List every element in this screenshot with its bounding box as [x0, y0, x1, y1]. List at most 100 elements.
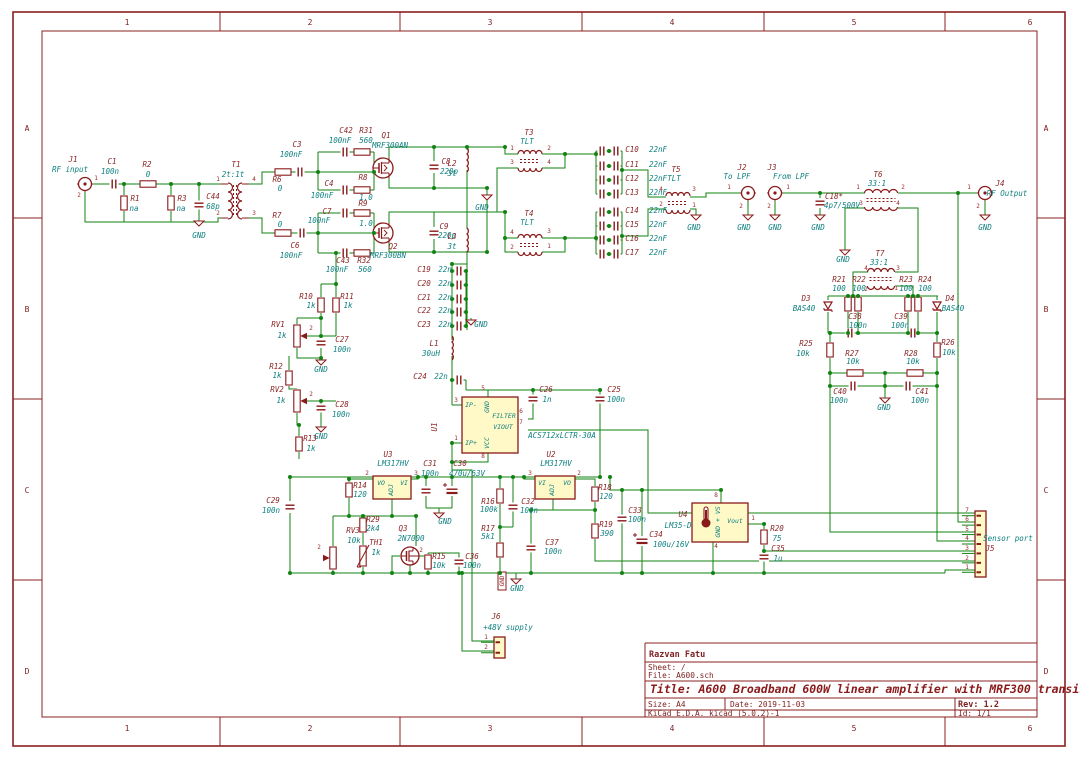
R27-resistor[interactable]: [846, 369, 864, 377]
C31-capacitor[interactable]: [421, 486, 431, 496]
C16-capacitor[interactable]: [597, 235, 607, 245]
C4-capacitor[interactable]: [340, 185, 350, 195]
C1-capacitor[interactable]: [109, 179, 119, 189]
C7-capacitor[interactable]: [340, 208, 350, 218]
C12-capacitor[interactable]: [597, 175, 607, 185]
C11-capacitor[interactable]: [597, 161, 607, 171]
C40-capacitor[interactable]: [848, 381, 858, 391]
R13-resistor[interactable]: [295, 436, 303, 452]
C8-capacitor[interactable]: [429, 162, 439, 172]
C39-capacitor[interactable]: [908, 328, 918, 338]
T6-transformer[interactable]: [863, 188, 899, 212]
symbol[interactable]: [611, 161, 621, 171]
U1-ic[interactable]: [461, 396, 519, 454]
C23-capacitor[interactable]: [454, 321, 464, 331]
R17-resistor[interactable]: [496, 542, 504, 558]
C24-capacitor[interactable]: [454, 375, 464, 385]
J6-connector[interactable]: [481, 636, 506, 659]
T1-transformer[interactable]: [221, 182, 249, 220]
R23-resistor[interactable]: [904, 296, 912, 312]
T5-transformer[interactable]: [665, 191, 691, 215]
R31-resistor[interactable]: [353, 148, 371, 156]
C28-capacitor[interactable]: [316, 403, 326, 413]
R18-resistor[interactable]: [591, 486, 599, 502]
J2-coax-connector[interactable]: [740, 185, 756, 202]
C29-capacitor[interactable]: [285, 502, 295, 512]
C13-capacitor[interactable]: [597, 189, 607, 199]
C3-capacitor[interactable]: [295, 167, 305, 177]
C37-capacitor[interactable]: [526, 543, 536, 553]
Q3-mosfet[interactable]: [400, 546, 420, 566]
C35-capacitor[interactable]: [759, 552, 769, 562]
Q2-mosfet[interactable]: [372, 222, 394, 244]
T4-transformer[interactable]: [517, 233, 543, 257]
C44-capacitor[interactable]: [194, 200, 204, 210]
R2-resistor[interactable]: [139, 180, 157, 188]
RV3-potentiometer[interactable]: [323, 546, 337, 570]
C19-capacitor[interactable]: [454, 266, 464, 276]
R14-resistor[interactable]: [345, 482, 353, 498]
L2-inductor[interactable]: [466, 147, 469, 173]
R22-resistor[interactable]: [854, 296, 862, 312]
R12-resistor[interactable]: [285, 370, 293, 386]
C18-capacitor[interactable]: [815, 198, 825, 208]
C6-capacitor[interactable]: [297, 228, 307, 238]
R1-resistor[interactable]: [120, 195, 128, 211]
R15-resistor[interactable]: [424, 554, 432, 570]
R3-resistor[interactable]: [167, 195, 175, 211]
Q1-mosfet[interactable]: [372, 157, 394, 179]
C26-capacitor[interactable]: [528, 394, 538, 404]
C43-capacitor[interactable]: [340, 248, 350, 258]
R8-resistor[interactable]: [353, 186, 371, 194]
R6-resistor[interactable]: [274, 168, 292, 176]
C22-capacitor[interactable]: [454, 307, 464, 317]
C34-capacitor[interactable]: [633, 533, 650, 546]
symbol[interactable]: [611, 249, 621, 259]
R10-resistor[interactable]: [317, 297, 325, 313]
RV2-potentiometer[interactable]: [293, 389, 307, 413]
U2-ic[interactable]: [534, 475, 576, 500]
R25-resistor[interactable]: [826, 342, 834, 358]
symbol[interactable]: [611, 189, 621, 199]
L1-inductor[interactable]: [451, 335, 454, 361]
J1-coax-connector[interactable]: [77, 176, 93, 193]
symbol[interactable]: [611, 207, 621, 217]
C20-capacitor[interactable]: [454, 280, 464, 290]
C33-capacitor[interactable]: [617, 514, 627, 524]
U3-ic[interactable]: [372, 475, 412, 500]
R20-resistor[interactable]: [760, 529, 768, 545]
T7-transformer[interactable]: [866, 267, 896, 291]
R19-resistor[interactable]: [591, 523, 599, 539]
C42-capacitor[interactable]: [340, 147, 350, 157]
R11-resistor[interactable]: [332, 297, 340, 313]
C25-capacitor[interactable]: [595, 394, 605, 404]
R21-resistor[interactable]: [844, 296, 852, 312]
symbol[interactable]: [611, 146, 621, 156]
D3-diode[interactable]: [822, 300, 834, 312]
U4-ic[interactable]: [691, 502, 749, 543]
R32-resistor[interactable]: [353, 249, 371, 257]
R16-resistor[interactable]: [496, 488, 504, 504]
symbol[interactable]: [611, 175, 621, 185]
T3-transformer[interactable]: [517, 149, 543, 173]
C10-capacitor[interactable]: [597, 146, 607, 156]
J5-connector[interactable]: [962, 510, 987, 578]
C21-capacitor[interactable]: [454, 294, 464, 304]
J4-coax-connector[interactable]: [977, 185, 993, 202]
R7-resistor[interactable]: [274, 229, 292, 237]
J3-coax-connector[interactable]: [767, 185, 783, 202]
symbol[interactable]: [611, 235, 621, 245]
C27-capacitor[interactable]: [316, 338, 326, 348]
C15-capacitor[interactable]: [597, 221, 607, 231]
C36-capacitor[interactable]: [454, 557, 464, 567]
R24-resistor[interactable]: [914, 296, 922, 312]
C41-capacitor[interactable]: [903, 381, 913, 391]
D4-diode[interactable]: [931, 300, 943, 312]
C30-capacitor[interactable]: [443, 483, 460, 496]
C17-capacitor[interactable]: [597, 249, 607, 259]
R9-resistor[interactable]: [353, 209, 371, 217]
R28-resistor[interactable]: [906, 369, 924, 377]
C32-capacitor[interactable]: [508, 502, 518, 512]
